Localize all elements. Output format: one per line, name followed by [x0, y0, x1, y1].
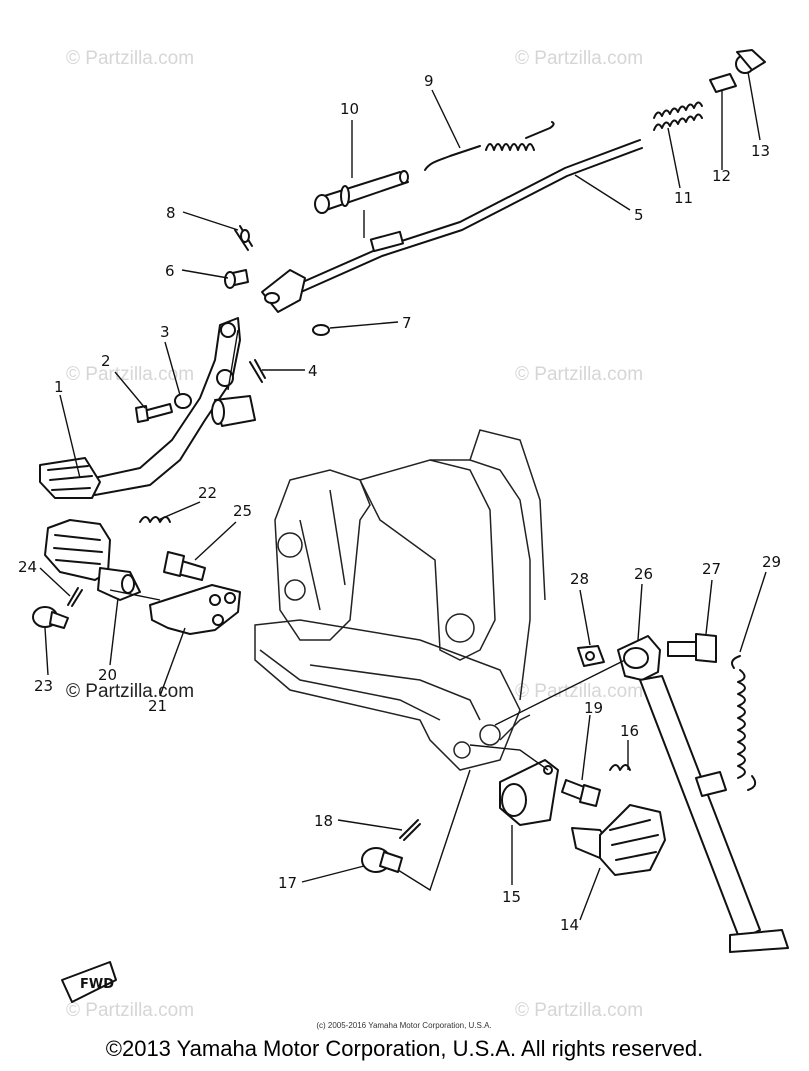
- callout-20: 20: [98, 666, 117, 684]
- clevis-pin-17: [361, 847, 403, 873]
- callout-26: 26: [634, 565, 653, 583]
- watermark: © Partzilla.com: [66, 681, 194, 702]
- callout-13: 13: [751, 142, 770, 160]
- callout-leaders: [39, 71, 767, 921]
- watermark: © Partzilla.com: [515, 1000, 643, 1021]
- small-copyright: (c) 2005-2016 Yamaha Motor Corporation, …: [316, 1021, 491, 1030]
- callout-9: 9: [424, 72, 434, 90]
- callout-17: 17: [278, 874, 297, 892]
- callout-16: 16: [620, 722, 639, 740]
- footrest-right: [571, 804, 666, 876]
- watermark: © Partzilla.com: [515, 364, 643, 385]
- callout-4: 4: [308, 362, 318, 380]
- nut-12: [709, 73, 737, 93]
- clevis-pin-23: [32, 606, 69, 629]
- callout-23: 23: [34, 677, 53, 695]
- spring-29: [731, 655, 757, 791]
- bolt-2: [135, 403, 173, 423]
- brake-pedal: [39, 317, 241, 499]
- pivot-pin: [211, 395, 256, 427]
- bracket-15: [499, 759, 559, 826]
- callout-6: 6: [165, 262, 175, 280]
- shaft-10: [314, 170, 409, 214]
- callout-25: 25: [233, 502, 252, 520]
- pin-8: [234, 225, 253, 251]
- nut-3: [174, 393, 192, 409]
- spring-16: [609, 764, 631, 771]
- fwd-label: FWD: [80, 977, 114, 992]
- callout-11: 11: [674, 189, 693, 207]
- callout-8: 8: [166, 204, 176, 222]
- fwd-arrow-icon: FWD: [61, 961, 117, 1003]
- bracket-21: [149, 584, 241, 635]
- watermark: © Partzilla.com: [515, 681, 643, 702]
- callout-21: 21: [148, 697, 167, 715]
- callout-2: 2: [101, 352, 111, 370]
- callout-28: 28: [570, 570, 589, 588]
- callout-22: 22: [198, 484, 217, 502]
- nut-28: [577, 645, 605, 667]
- bolt-25: [163, 551, 206, 581]
- spring-22: [139, 516, 171, 523]
- cotter-pin-4: [249, 359, 266, 383]
- frame-outline: [254, 429, 546, 771]
- callout-14: 14: [560, 916, 579, 934]
- callout-7: 7: [402, 314, 412, 332]
- watermark: © Partzilla.com: [66, 364, 194, 385]
- callout-27: 27: [702, 560, 721, 578]
- watermark: © Partzilla.com: [66, 1000, 194, 1021]
- bolt-27: [667, 633, 717, 663]
- watermark: © Partzilla.com: [66, 48, 194, 69]
- callout-10: 10: [340, 100, 359, 118]
- washer-7: [312, 324, 330, 336]
- callout-18: 18: [314, 812, 333, 830]
- callout-12: 12: [712, 167, 731, 185]
- callout-19: 19: [584, 699, 603, 717]
- wing-nut-13: [735, 49, 766, 74]
- callout-1: 1: [54, 378, 64, 396]
- watermark: © Partzilla.com: [515, 48, 643, 69]
- brake-rod: [261, 139, 643, 313]
- callout-5: 5: [634, 206, 644, 224]
- callout-15: 15: [502, 888, 521, 906]
- footer-copyright: ©2013 Yamaha Motor Corporation, U.S.A. A…: [105, 1036, 704, 1061]
- assembly-lines: [109, 210, 626, 892]
- footrest-left: [44, 519, 141, 601]
- callout-29: 29: [762, 553, 781, 571]
- pin-18: [399, 819, 421, 841]
- pin-24: [67, 587, 83, 607]
- callout-3: 3: [160, 323, 170, 341]
- bolt-19: [561, 779, 601, 807]
- pin-6: [224, 269, 249, 289]
- sidestand: [617, 635, 789, 953]
- callout-24: 24: [18, 558, 37, 576]
- spring-11: [653, 101, 703, 131]
- spring-9: [424, 121, 555, 171]
